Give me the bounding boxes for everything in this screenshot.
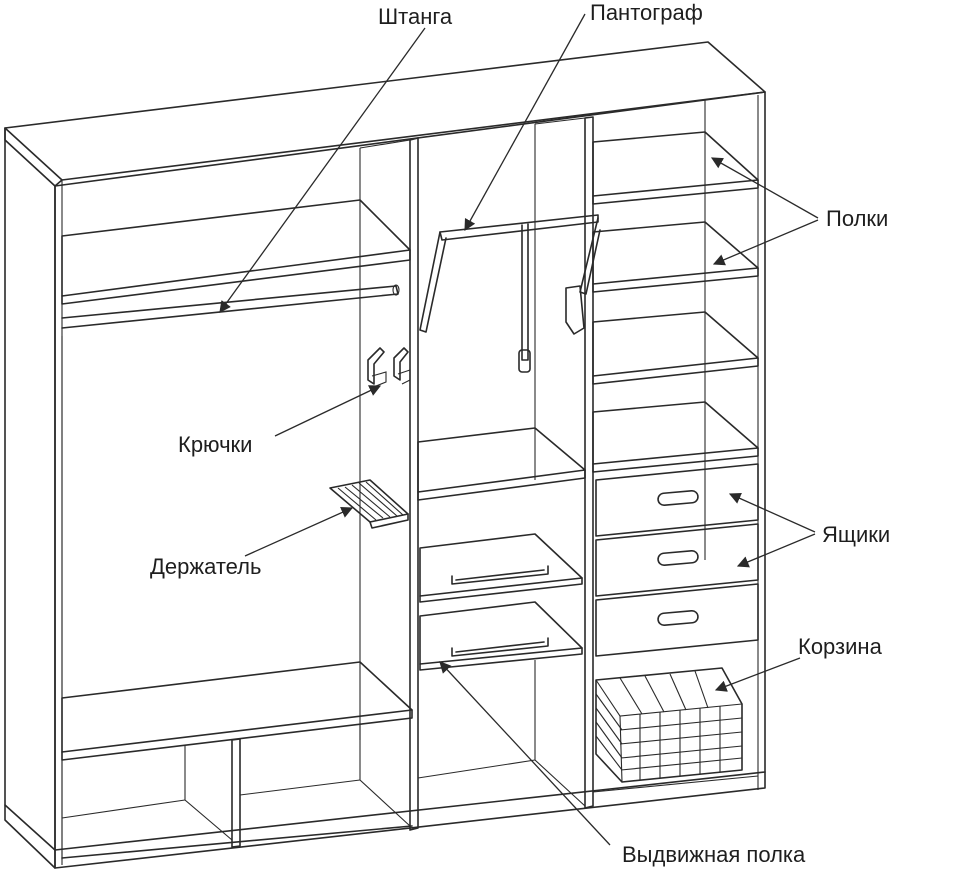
- cabinet-body: [4, 41, 766, 869]
- label-pullout-shelf: Выдвижная полка: [622, 842, 806, 867]
- leader-holder: [244, 506, 354, 557]
- leader-drawers-1: [728, 492, 816, 533]
- leader-rod: [219, 27, 426, 313]
- middle-section: [417, 214, 601, 807]
- holder: [329, 479, 409, 529]
- label-holder: Держатель: [150, 554, 261, 579]
- label-hooks: Крючки: [178, 432, 252, 457]
- labels: Штанга Пантограф Полки Крючки Держатель …: [150, 0, 890, 867]
- leader-basket: [714, 657, 801, 692]
- label-drawers: Ящики: [822, 522, 890, 547]
- leader-shelves-1: [710, 157, 819, 219]
- leader-pullout-shelf: [439, 661, 611, 846]
- leader-hooks: [274, 385, 382, 437]
- partitions: [359, 116, 594, 831]
- label-rod: Штанга: [378, 4, 453, 29]
- leader-drawers-2: [736, 533, 816, 568]
- right-section: [592, 100, 759, 793]
- leader-pantograph: [464, 13, 586, 232]
- leader-shelves-2: [712, 219, 819, 266]
- leader-lines: [219, 13, 819, 846]
- label-basket: Корзина: [798, 634, 883, 659]
- hooks: [367, 347, 411, 387]
- label-pantograph: Пантограф: [590, 0, 703, 25]
- label-shelves: Полки: [826, 206, 888, 231]
